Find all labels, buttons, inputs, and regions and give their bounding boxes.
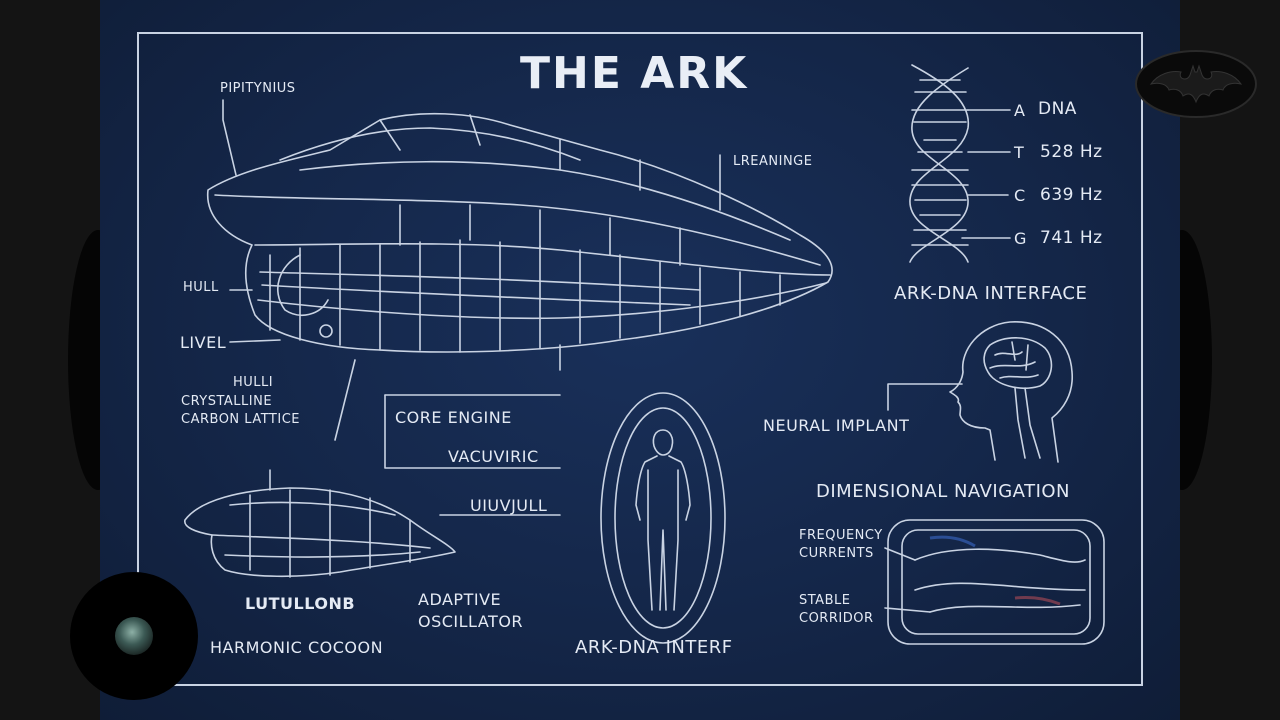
label-currents: CURRENTS — [799, 546, 874, 561]
label-adaptive: ADAPTIVE — [418, 590, 502, 609]
corridor-color-streaks — [929, 535, 1061, 606]
avatar-image — [115, 617, 153, 655]
ark-ship-drawing — [206, 112, 833, 371]
label-vacuviric: VACUVIRIC — [448, 447, 539, 466]
page-title: THE ARK — [520, 48, 749, 99]
label-carbon-lattice: CARBON LATTICE — [181, 412, 300, 427]
label-stable: STABLE — [799, 593, 851, 608]
label-oscillator: OSCILLATOR — [418, 612, 524, 631]
label-frequency: FREQUENCY — [799, 528, 883, 543]
dna-key-g: G — [1014, 229, 1027, 248]
bat-logo-icon — [1135, 50, 1257, 118]
label-leaninge: LREANINGE — [733, 154, 813, 169]
label-crystalline: CRYSTALLINE — [181, 394, 273, 409]
label-hulli: HULLI — [233, 375, 274, 390]
label-corridor: CORRIDOR — [799, 611, 874, 626]
dna-key-t: T — [1014, 143, 1025, 162]
small-ship-drawing — [184, 487, 456, 578]
head-brain-drawing — [887, 321, 1073, 463]
blueprint-board — [100, 0, 1180, 720]
dna-value-c: 639 Hz — [1040, 185, 1103, 205]
harmonic-cocoon-drawing — [600, 392, 726, 644]
dna-value-t: 528 Hz — [1040, 142, 1103, 162]
dna-value-a: DNA — [1038, 99, 1077, 119]
cocoon-caption: ARK-DNA INTERF — [575, 637, 733, 658]
blueprint-frame — [137, 32, 1143, 686]
dna-helix-drawing — [909, 64, 1011, 263]
label-lutullonb: LUTULLONB — [245, 594, 356, 613]
label-core-engine: CORE ENGINE — [395, 408, 512, 427]
label-pipitynius: PIPITYNIUS — [220, 81, 296, 96]
dna-key-a: A — [1014, 101, 1026, 120]
label-harmonic-cocoon: HARMONIC COCOON — [210, 638, 384, 657]
label-glyphs: UIUVJULL — [470, 496, 548, 515]
dimensional-navigation-caption: DIMENSIONAL NAVIGATION — [816, 481, 1071, 502]
dna-interface-caption: ARK-DNA INTERFACE — [894, 283, 1088, 304]
label-neural-implant: NEURAL IMPLANT — [763, 416, 910, 435]
dna-value-g: 741 Hz — [1040, 228, 1103, 248]
ship-leader-lines — [222, 99, 721, 516]
label-hull: HULL — [183, 280, 219, 295]
dna-key-c: C — [1014, 186, 1026, 205]
label-livel: LIVEL — [180, 333, 227, 352]
stable-corridor-drawing — [884, 519, 1105, 645]
